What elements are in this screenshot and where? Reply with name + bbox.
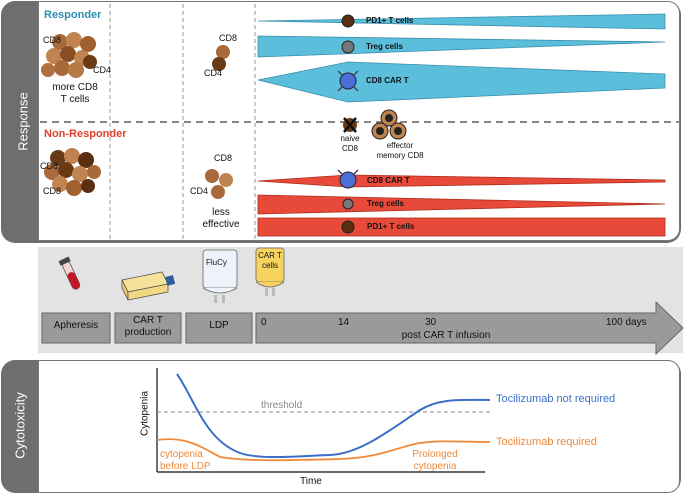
nonresponder-car-t-icon [337,169,359,189]
response-diagram [40,4,680,240]
responder-cell-cluster [41,32,97,78]
tick-100-days: 100 days [606,317,647,328]
nr-cell-label-cd8b: CD8 [43,186,62,196]
timeline-axis-label: post CAR T infusion [401,330,491,341]
nonresponder-ldp-cells [205,169,233,199]
bar-pd1-responder [257,13,666,30]
bar-treg-responder [257,35,666,58]
responder-title: Responder [44,9,102,21]
car-t-cell-icon [337,70,359,92]
culture-flask-icon [121,271,176,301]
tick-0: 0 [261,317,267,328]
step-box-apheresis [41,312,111,344]
nr-ldp-label-cd4: CD4 [190,186,209,196]
nr-bar-label-cart: CD8 CAR T [367,176,410,185]
effector-memory-label: effector memory CD8 [376,141,424,160]
treg-cell-icon-nr [342,198,354,210]
step-apheresis: Apheresis [53,320,99,331]
nonresponder-cell-cluster [44,148,101,196]
step-ldp: LDP [209,320,229,331]
pd1-cell-icon-nr [341,220,355,234]
orange-curve-label: Tocilizumab required [496,436,597,448]
blue-curve [176,373,491,459]
pd1-cell-icon [341,14,355,28]
nonresponder-title: Non-Responder [44,128,127,140]
effector-memory-cells-icon [371,109,407,140]
ldp-label-cd8: CD8 [219,33,238,43]
step-car-t-production: CAR T production [124,315,172,338]
responder-caption: more CD8 T cells [52,82,98,105]
treg-cell-icon [341,40,355,54]
nr-cell-label-cd8a: CD8 [40,161,59,171]
tick-30: 30 [425,317,437,328]
note-cytopenia-before-ldp: cytopenia before LDP [160,449,211,472]
bar-cart-nonresponder [257,174,666,188]
test-tube-icon [58,256,81,290]
bar-cart-responder [257,61,666,103]
timeline-arrow [255,300,684,356]
responder-ldp-cells [212,45,230,71]
cytopenia-chart [156,368,492,473]
naive-cd8-crossed-icon [343,117,357,133]
bar-label-pd1: PD1+ T cells [366,16,414,25]
nr-ldp-label-cd8: CD8 [214,153,233,163]
cell-label-cd4: CD4 [93,65,112,75]
bar-treg-nonresponder [257,194,666,215]
orange-curve [156,438,491,462]
cytotoxicity-panel-inner [38,360,680,493]
tick-14: 14 [338,317,350,328]
y-axis-label: Cytopenia [139,390,151,437]
car-t-bag-icon [255,247,285,296]
bar-label-treg: Treg cells [366,42,403,51]
x-axis-label: Time [300,476,322,487]
naive-cd8-label: naive CD8 [340,134,360,153]
step-box-car-t-production [114,312,182,344]
car-t-bag-label: CAR T cells [258,251,282,270]
nr-bar-label-pd1: PD1+ T cells [367,222,415,231]
nonresponder-caption: less effective [202,207,240,230]
note-prolonged-cytopenia: Prolonged cytopenia [412,449,458,472]
cell-label-cd8: CD8 [43,35,62,45]
blue-curve-label: Tocilizumab not required [496,393,616,405]
bar-label-cart: CD8 CAR T [366,76,409,85]
flucy-label: FluCy [206,258,227,267]
ldp-label-cd4: CD4 [204,68,223,78]
timeline-diagram [41,247,684,356]
flucy-bag-icon [202,249,238,303]
step-box-ldp [185,312,253,344]
threshold-label: threshold [261,400,303,411]
bar-pd1-nonresponder [257,217,666,237]
nr-bar-label-treg: Treg cells [367,199,404,208]
